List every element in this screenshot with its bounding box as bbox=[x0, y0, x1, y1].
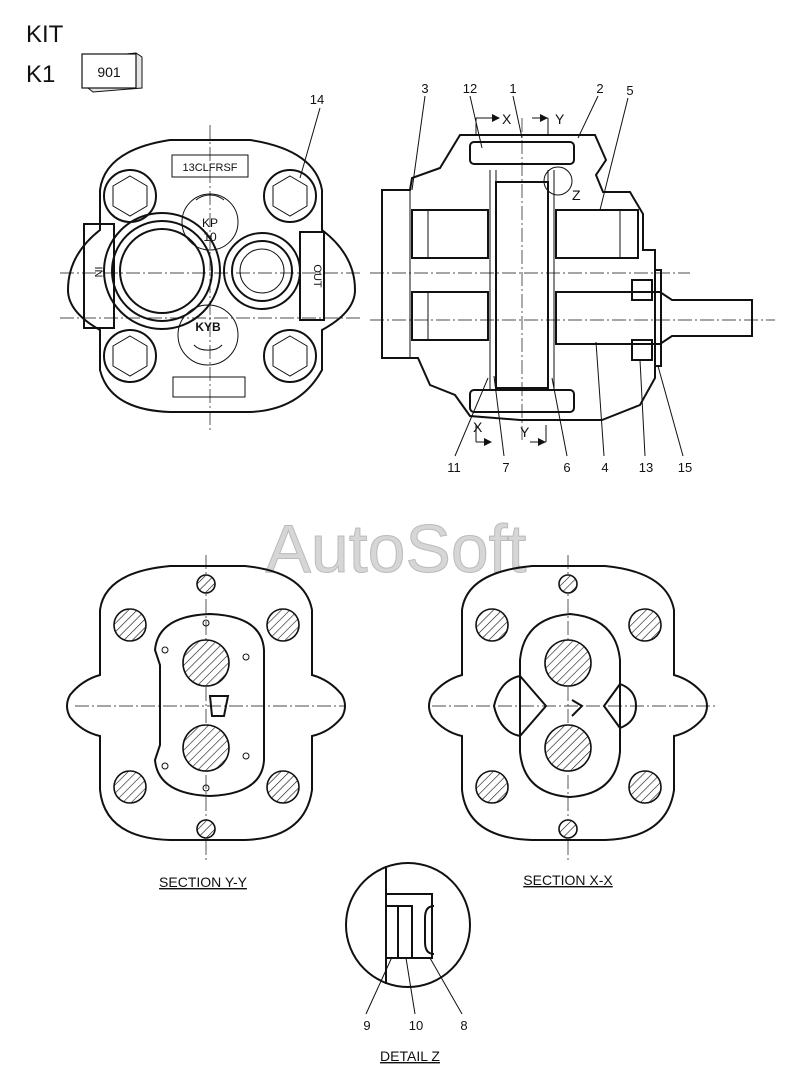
callout-2: 2 bbox=[596, 81, 603, 96]
callout-14: 14 bbox=[310, 92, 324, 107]
housing-bolt-bottom bbox=[469, 389, 575, 413]
callout-9: 9 bbox=[363, 1018, 370, 1033]
callout-4: 4 bbox=[601, 460, 608, 475]
callout-13: 13 bbox=[639, 460, 653, 475]
in-label: IN bbox=[92, 267, 104, 278]
section-y-label-top: Y bbox=[555, 111, 565, 127]
driven-gear-shaft bbox=[411, 209, 489, 259]
callout-leaders bbox=[299, 95, 684, 457]
section-x-label-bottom: X bbox=[473, 419, 483, 435]
callout-10: 10 bbox=[409, 1018, 423, 1033]
section-yy-title: SECTION Y-Y bbox=[159, 874, 248, 890]
oil-seal-bottom bbox=[631, 339, 653, 361]
oil-seal-top bbox=[631, 279, 653, 301]
model-plate bbox=[171, 154, 249, 178]
pump-side-section: X Y Z X Y bbox=[370, 111, 775, 446]
callout-3: 3 bbox=[421, 81, 428, 96]
detail-z-view bbox=[345, 862, 471, 1015]
gear-body bbox=[495, 181, 549, 389]
callout-12: 12 bbox=[463, 81, 477, 96]
callout-7: 7 bbox=[502, 460, 509, 475]
catalog-number-box: 901 bbox=[81, 52, 143, 93]
section-marker-top bbox=[475, 114, 549, 135]
callout-1: 1 bbox=[509, 81, 516, 96]
detail-z-title: DETAIL Z bbox=[380, 1048, 440, 1064]
bolt-head-top-right bbox=[263, 169, 317, 223]
kit-code: K1 bbox=[26, 61, 55, 88]
bolt-head-bottom-right bbox=[263, 329, 317, 383]
brand-mark: KYB bbox=[195, 320, 221, 334]
callout-6: 6 bbox=[563, 460, 570, 475]
out-label: OUT bbox=[311, 264, 323, 288]
callout-5: 5 bbox=[626, 83, 633, 98]
section-yy-view bbox=[66, 555, 346, 860]
kit-label: KIT bbox=[26, 21, 64, 48]
section-xx-title: SECTION X-X bbox=[523, 872, 613, 888]
pump-front-view: 13CLFRSF KP 10 IN OUT KYB bbox=[60, 125, 360, 430]
section-y-label-bottom: Y bbox=[520, 424, 530, 440]
section-x-label-top: X bbox=[502, 111, 512, 127]
rotation-badge-text-1: KP bbox=[202, 216, 218, 230]
blank-plate bbox=[172, 376, 246, 398]
snap-ring bbox=[654, 269, 662, 367]
callout-15: 15 bbox=[678, 460, 692, 475]
section-xx-view bbox=[428, 555, 718, 860]
housing-bolt-top bbox=[469, 141, 575, 165]
callout-8: 8 bbox=[460, 1018, 467, 1033]
rotation-badge bbox=[181, 193, 239, 251]
catalog-number: 901 bbox=[97, 64, 121, 80]
inlet-port bbox=[103, 212, 221, 330]
bolt-head-bottom-left bbox=[103, 329, 157, 383]
watermark: AutoSoft bbox=[266, 511, 527, 587]
drive-shaft bbox=[555, 291, 753, 345]
detail-z-label: Z bbox=[572, 187, 581, 203]
callout-11: 11 bbox=[447, 460, 461, 475]
section-marker-bottom bbox=[475, 425, 547, 446]
outlet-port bbox=[223, 232, 301, 310]
detail-z-marker-circle bbox=[543, 166, 573, 196]
brand-badge bbox=[177, 304, 239, 366]
model-plate-text: 13CLFRSF bbox=[182, 162, 237, 174]
